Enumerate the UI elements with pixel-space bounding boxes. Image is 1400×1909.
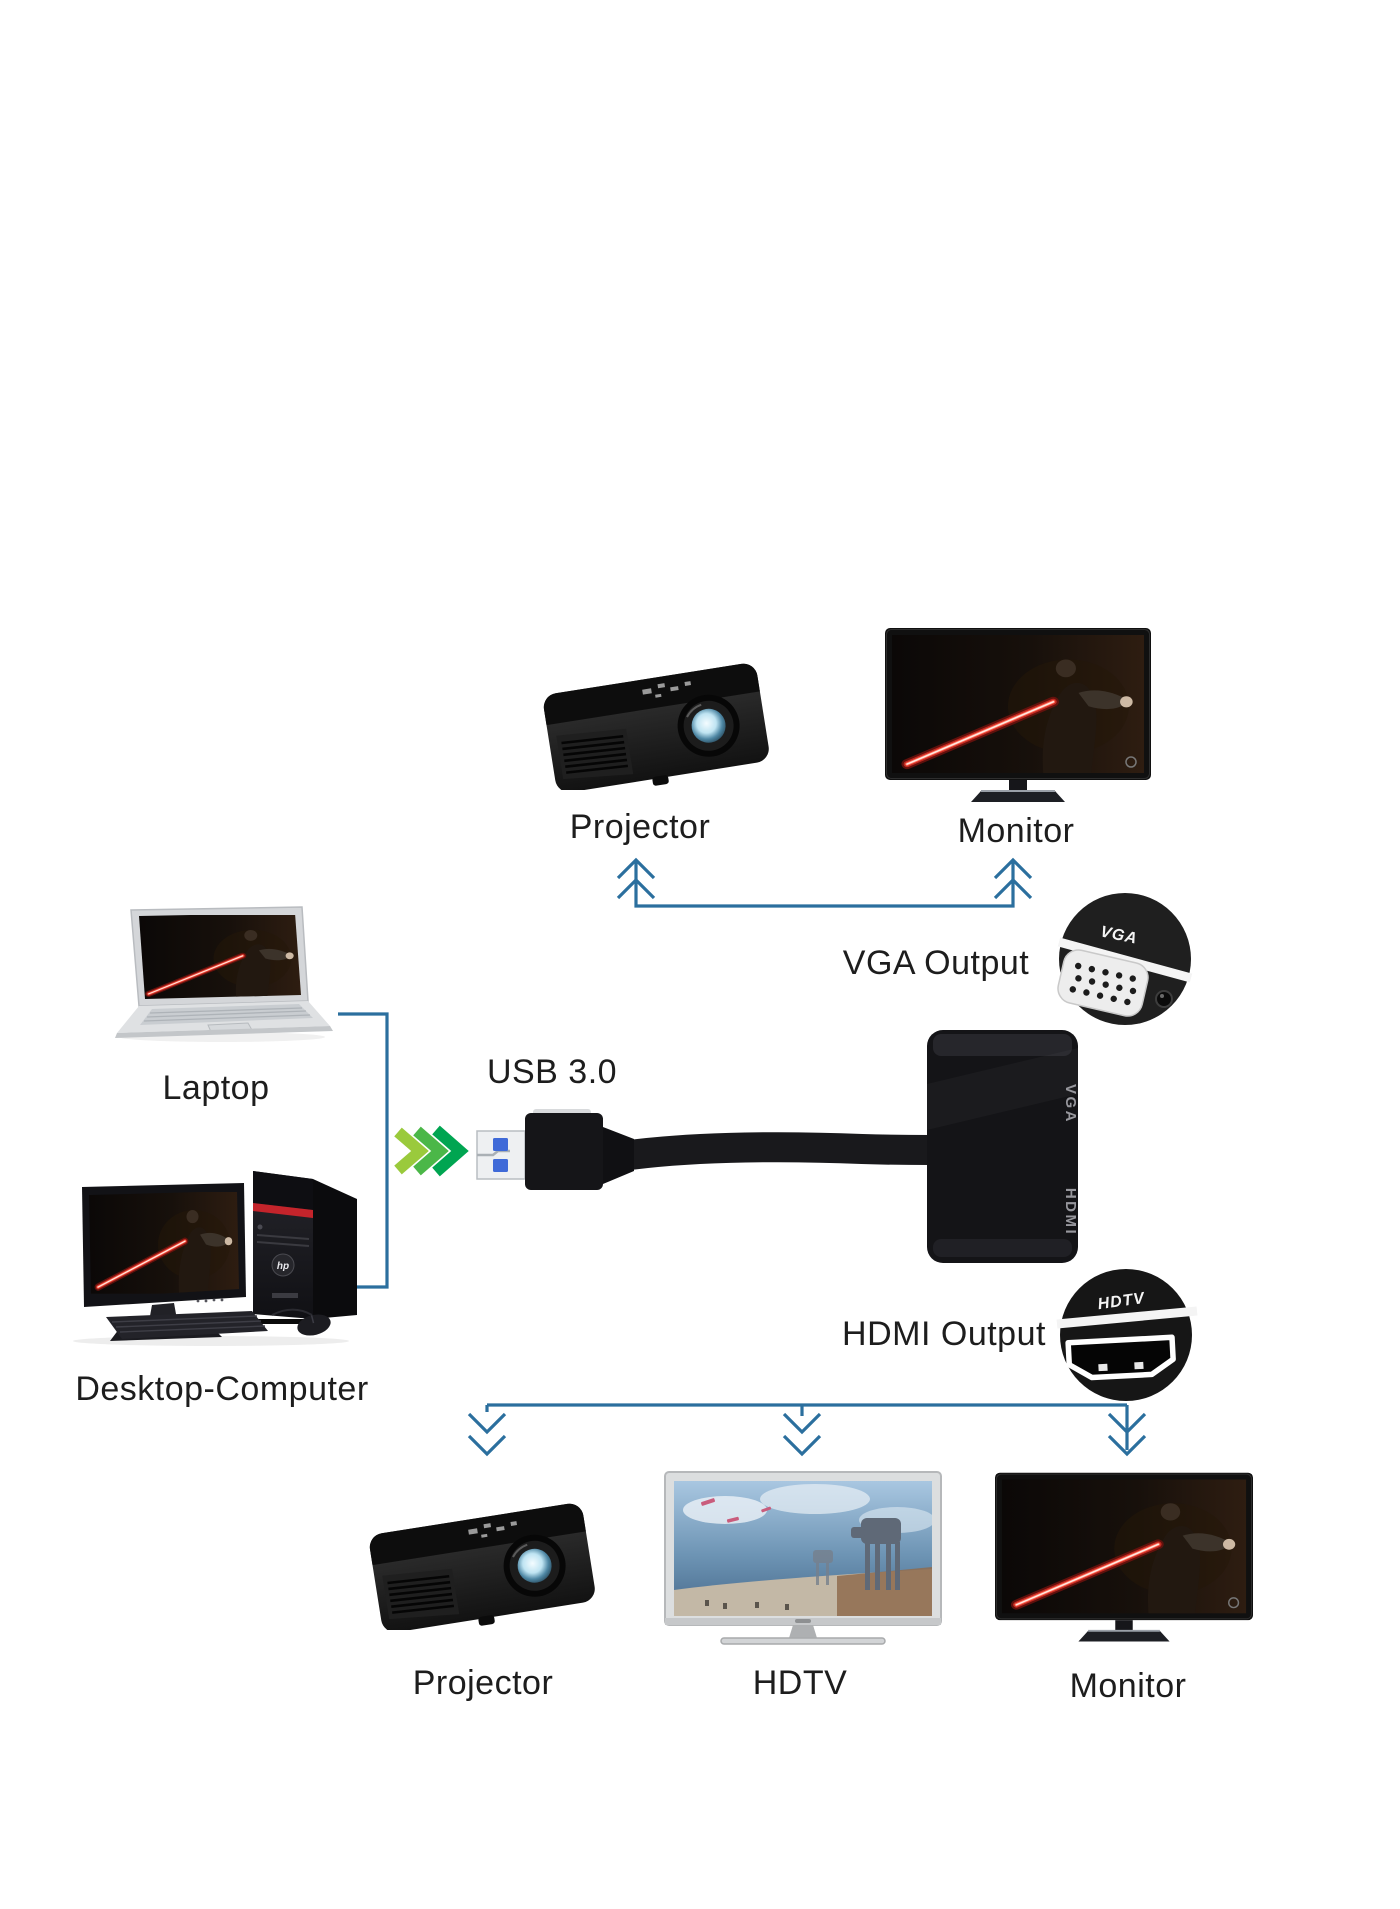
vga-branch-line [634,862,1015,908]
usb-cable-image [476,1109,945,1190]
laptop-image [115,906,333,1042]
hdmi-branch-line [485,1403,1129,1450]
adapter-image: VGA HDMI [927,1030,1079,1263]
bottom-monitor-label: Monitor [1070,1667,1187,1705]
monitor-image-bottom [995,1473,1253,1642]
hdmi-badge-label: HDTV [1097,1290,1147,1313]
bottom-projector-label: Projector [413,1664,554,1702]
hdmi-output-label: HDMI Output [842,1315,1046,1353]
projector-image-top [540,660,774,790]
source-bus-line [338,1012,389,1289]
adapter-vga-port-label: VGA [1062,1084,1079,1124]
hdmi-down-arrowheads [467,1412,1147,1457]
adapter-hdmi-port-label: HDMI [1062,1188,1079,1236]
top-projector-label: Projector [570,808,711,846]
laptop-label: Laptop [163,1069,270,1107]
bottom-hdtv-label: HDTV [753,1664,848,1702]
monitor-image-top [885,628,1151,802]
top-monitor-label: Monitor [958,812,1075,850]
connection-lines [338,857,1147,1457]
desktop-computer-image: hp [73,1171,357,1346]
usb-plug-body [525,1113,603,1190]
usb-label: USB 3.0 [487,1053,617,1091]
hdtv-image [664,1471,942,1645]
vga-connector-badge: VGA [1057,893,1193,1025]
hdmi-connector-badge: HDTV [1056,1269,1198,1401]
hp-logo: hp [277,1261,289,1272]
vga-output-label: VGA Output [843,944,1029,982]
green-arrow-icon [394,1125,469,1177]
desktop-label: Desktop-Computer [75,1370,368,1408]
vga-up-arrowheads [616,857,1033,900]
projector-image-bottom [366,1500,600,1630]
